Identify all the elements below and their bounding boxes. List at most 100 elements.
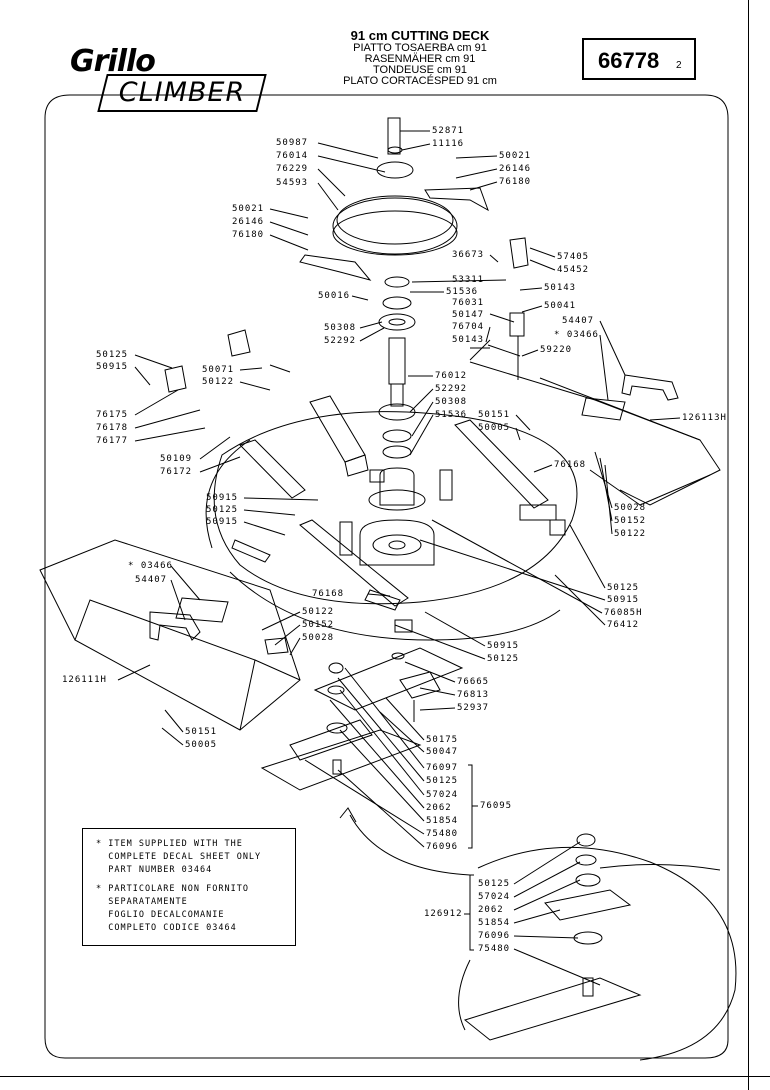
part-label: 52937: [457, 703, 490, 713]
part-label: 50308: [435, 397, 468, 407]
page-number: 66778: [598, 48, 660, 73]
part-label: 51854: [478, 918, 511, 928]
part-label: 76177: [96, 436, 129, 446]
part-label: 50021: [499, 151, 532, 161]
part-label: 50125: [487, 654, 520, 664]
part-label: 50005: [185, 740, 218, 750]
part-label: 50125: [206, 505, 239, 515]
title-german: RASENMÄHER cm 91: [364, 53, 476, 65]
part-label: 50005: [478, 423, 511, 433]
part-label: 52292: [435, 384, 468, 394]
page-border-bottom: [0, 1076, 770, 1077]
part-label: 51854: [426, 816, 459, 826]
part-label: 50122: [614, 529, 647, 539]
part-label: 50143: [544, 283, 577, 293]
part-label: 50109: [160, 454, 193, 464]
note-line: COMPLETE DECAL SHEET ONLY: [96, 852, 262, 862]
part-label: 76014: [276, 151, 309, 161]
part-label: 76180: [232, 230, 265, 240]
part-label: 50151: [185, 727, 218, 737]
part-label: 50047: [426, 747, 459, 757]
part-label: 57405: [557, 252, 590, 262]
part-label: 50175: [426, 735, 459, 745]
page-number-box: [582, 38, 696, 80]
part-label: 52871: [432, 126, 465, 136]
part-label: 45452: [557, 265, 590, 275]
part-label: 54593: [276, 178, 309, 188]
part-label: 76096: [426, 842, 459, 852]
part-label: 50028: [302, 633, 335, 643]
part-label: 76168: [554, 460, 587, 470]
part-label: 54407: [135, 575, 168, 585]
title-spanish: PLATO CORTACÉSPED 91 cm: [343, 75, 497, 87]
part-label: 76031: [452, 298, 485, 308]
note-line: SEPARATAMENTE: [96, 897, 188, 907]
part-label: 54407: [562, 316, 595, 326]
part-label: 50308: [324, 323, 357, 333]
part-label: 50915: [206, 517, 239, 527]
part-label: 51536: [435, 410, 468, 420]
note-line: * PARTICOLARE NON FORNITO: [96, 884, 249, 894]
part-label: 50122: [302, 607, 335, 617]
part-label: 76172: [160, 467, 193, 477]
part-label: 50152: [614, 516, 647, 526]
part-label: 11116: [432, 139, 465, 149]
part-label: 50987: [276, 138, 309, 148]
part-label: 76097: [426, 763, 459, 773]
part-label: 50143: [452, 335, 485, 345]
part-label: 50028: [614, 503, 647, 513]
part-label: 26146: [232, 217, 265, 227]
part-label: 50915: [487, 641, 520, 651]
part-label: 126113H: [682, 413, 727, 423]
part-label: 53311: [452, 275, 485, 285]
title-block: 91 cm CUTTING DECK PIATTO TOSAERBA cm 91…: [320, 28, 520, 87]
part-label: 76412: [607, 620, 640, 630]
part-label: 2062: [478, 905, 504, 915]
note-line: COMPLETO CODICE 03464: [96, 923, 237, 933]
part-label: 57024: [426, 790, 459, 800]
part-label: 126912: [424, 909, 463, 919]
part-label: 2062: [426, 803, 452, 813]
title-french: TONDEUSE cm 91: [373, 64, 467, 76]
page-subnumber: 2: [676, 60, 682, 71]
part-label: 59220: [540, 345, 573, 355]
note-line: FOGLIO DECALCOMANIE: [96, 910, 225, 920]
part-label: 76813: [457, 690, 490, 700]
part-label: * 03466: [554, 330, 599, 340]
part-label: 50125: [426, 776, 459, 786]
part-label: 76704: [452, 322, 485, 332]
part-label: 50071: [202, 365, 235, 375]
note-line: PART NUMBER 03464: [96, 865, 213, 875]
part-label: 50151: [478, 410, 511, 420]
part-label: 76175: [96, 410, 129, 420]
part-label: 50122: [202, 377, 235, 387]
part-label: 50125: [478, 879, 511, 889]
part-label: 126111H: [62, 675, 107, 685]
part-label: 76229: [276, 164, 309, 174]
part-label: 51536: [446, 287, 479, 297]
part-label: 50041: [544, 301, 577, 311]
part-label: 76665: [457, 677, 490, 687]
part-label: 50021: [232, 204, 265, 214]
page-border-right: [748, 0, 749, 1090]
part-label: 76168: [312, 589, 345, 599]
part-label: 75480: [478, 944, 511, 954]
decal-note-box: [82, 828, 296, 946]
part-label: 50152: [302, 620, 335, 630]
page-title: 91 cm CUTTING DECK: [350, 28, 490, 43]
part-label: 50125: [607, 583, 640, 593]
part-label: 75480: [426, 829, 459, 839]
note-line: * ITEM SUPPLIED WITH THE: [96, 839, 243, 849]
brand-logo: Grillo: [70, 44, 156, 79]
part-label: 50915: [96, 362, 129, 372]
part-label: 50147: [452, 310, 485, 320]
part-label: 36673: [452, 250, 485, 260]
part-label: 50125: [96, 350, 129, 360]
part-label: 76095: [480, 801, 513, 811]
title-italian: PIATTO TOSAERBA cm 91: [353, 42, 487, 54]
part-label: 52292: [324, 336, 357, 346]
part-label: 76096: [478, 931, 511, 941]
part-label: 76178: [96, 423, 129, 433]
part-label: 50016: [318, 291, 351, 301]
part-label: 57024: [478, 892, 511, 902]
